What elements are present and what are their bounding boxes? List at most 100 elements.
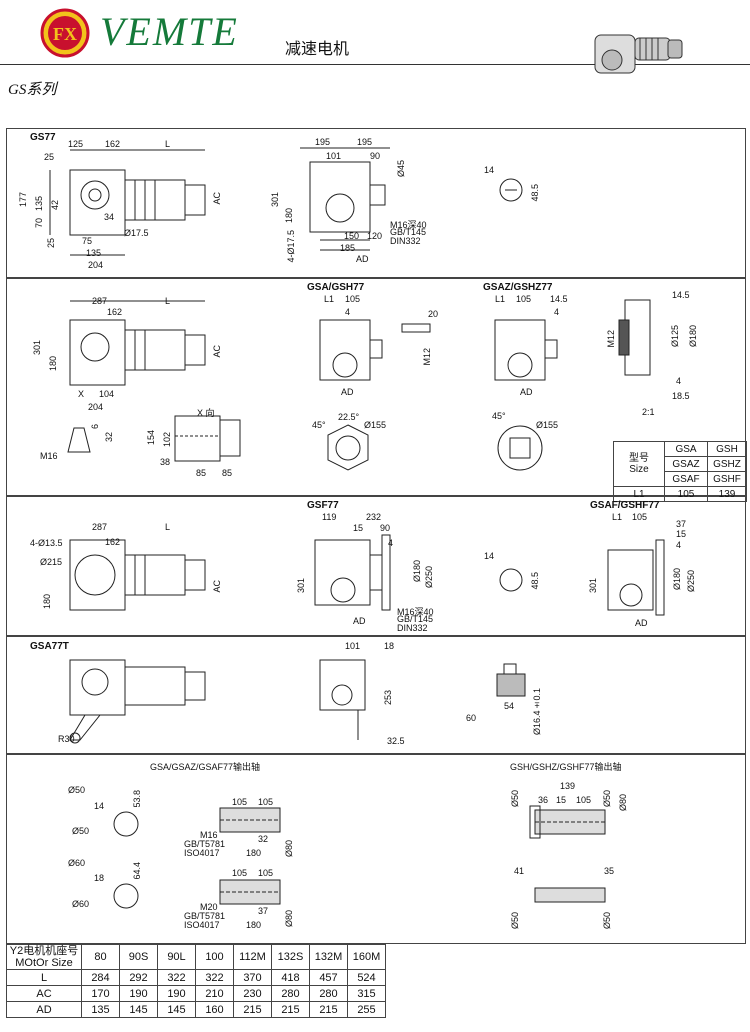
dimension-label: 35	[604, 866, 615, 876]
motor-table-header-row: Y2电机机座号 MOtOr Size 80 90S 90L 100 112M 1…	[6, 944, 386, 970]
gsa77-x-view	[155, 408, 245, 473]
dimension-label: M20	[200, 902, 218, 912]
section-title-gsf77: GSF77	[307, 500, 339, 511]
dimension-label: M12	[606, 330, 616, 348]
panel-gsa77t	[6, 636, 746, 754]
gsf77-side-view	[30, 515, 230, 630]
dimension-label: L1	[612, 512, 623, 522]
dimension-label: 15	[353, 523, 364, 533]
dimension-label: 105	[258, 868, 274, 878]
gs77-shaft-section	[495, 175, 545, 205]
gsa77t-side-view	[40, 652, 220, 747]
table-cell: GSH	[707, 441, 747, 457]
dimension-label: L	[165, 296, 171, 306]
gsa77t-bushing	[492, 662, 532, 712]
dimension-label: 301	[32, 340, 42, 356]
dimension-label: 18	[384, 641, 395, 651]
dimension-label: 4	[676, 540, 682, 550]
dimension-label: 105	[345, 294, 361, 304]
dimension-label: Ø180	[688, 325, 698, 348]
dimension-label: Ø50	[602, 790, 612, 808]
dimension-label: 104	[99, 389, 115, 399]
gsa77t-front-view	[310, 650, 380, 745]
table-cell: L	[6, 969, 82, 986]
table-cell: GSHZ	[707, 456, 747, 472]
dimension-label: Ø80	[284, 910, 294, 928]
dimension-label: X	[78, 389, 85, 399]
dimension-label: 14.5	[672, 290, 690, 300]
dimension-label: 18.5	[672, 391, 690, 401]
dimension-label: 34	[104, 212, 115, 222]
dimension-label: M16深40	[397, 607, 434, 617]
dimension-label: 15	[556, 795, 567, 805]
table-cell: 145	[157, 1001, 196, 1018]
dimension-label: Ø180	[672, 568, 682, 591]
dimension-label: GB/T5781	[184, 911, 226, 921]
bore-60-hollow-shaft	[215, 872, 285, 912]
dimension-label: 162	[105, 537, 121, 547]
section-title-gsaz-gshz77: GSAZ/GSHZ77	[483, 282, 553, 293]
panel-gsa77	[6, 278, 746, 496]
gsh-hollow-shaft	[525, 800, 615, 845]
motor-table-header-cell: Y2电机机座号 MOtOr Size	[6, 944, 82, 970]
table-cell: 210	[195, 985, 234, 1002]
dimension-label: 32	[258, 834, 269, 844]
section-title-gs77: GS77	[30, 132, 56, 143]
dimension-label: 232	[366, 512, 382, 522]
gsa77-shaft-end	[60, 420, 110, 460]
table-cell: 160	[195, 1001, 234, 1018]
dimension-label: 4	[345, 307, 351, 317]
dimension-label: 287	[92, 522, 108, 532]
dimension-label: Ø250	[424, 566, 434, 589]
dimension-label: 119	[322, 512, 337, 522]
table-cell: 230	[233, 985, 272, 1002]
dimension-label: 25	[44, 152, 55, 162]
dimension-label: 180	[246, 848, 262, 858]
dimension-label: 14.5	[550, 294, 568, 304]
dimension-label: Ø155	[364, 420, 387, 430]
dimension-label: Ø125	[670, 325, 680, 348]
table-cell: 255	[347, 1001, 386, 1018]
series-title: GS系列	[8, 82, 57, 98]
dimension-label: Ø215	[40, 557, 63, 567]
dimension-label: Ø155	[536, 420, 559, 430]
dimension-label: 4-Ø13.5	[30, 538, 63, 548]
dimension-label: 195	[357, 137, 373, 147]
dimension-label: 36	[538, 795, 549, 805]
dimension-label: 48.5	[530, 572, 540, 590]
dimension-label: 4	[554, 307, 560, 317]
gs77-side-view	[30, 140, 230, 270]
table-cell: 139	[707, 486, 747, 502]
gsa77-front-view	[310, 300, 390, 395]
table-cell: 135	[81, 1001, 120, 1018]
header-rule	[0, 64, 750, 65]
dimension-label: R30	[58, 734, 75, 744]
dimension-label: 154	[146, 430, 156, 446]
table-cell: 524	[347, 969, 386, 986]
gsf77-shaft-section	[495, 565, 545, 595]
dimension-label: Ø60	[72, 899, 90, 909]
gsa77-side-view	[30, 295, 230, 410]
dimension-label: 54	[504, 701, 515, 711]
dimension-label: Ø50	[510, 912, 520, 930]
gsf77-front-view	[305, 520, 415, 620]
dimension-label: 150	[344, 231, 360, 241]
table-cell: 90L	[157, 944, 196, 970]
dimension-label: 48.5	[530, 184, 540, 202]
gs77-front-view	[290, 140, 400, 265]
dimension-label: 45°	[492, 411, 506, 421]
section-title-gsa77t: GSA77T	[30, 641, 69, 652]
dimension-label: DIN332	[397, 623, 428, 633]
dimension-label: 60	[466, 713, 477, 723]
dimension-label: Ø16.4±0.1	[532, 688, 542, 736]
dimension-label: 105	[516, 294, 532, 304]
dimension-label: L1	[495, 294, 506, 304]
dimension-label: 85	[196, 468, 207, 478]
dimension-label: M16	[40, 451, 58, 461]
section-title-output-right: GSH/GSHZ/GSHF77输出轴	[510, 762, 622, 772]
dimension-label: 125	[68, 139, 84, 149]
dimension-label: 14	[94, 801, 105, 811]
dimension-label: 301	[270, 192, 280, 208]
panel-gsf77	[6, 496, 746, 636]
dimension-label: AD	[341, 387, 354, 397]
